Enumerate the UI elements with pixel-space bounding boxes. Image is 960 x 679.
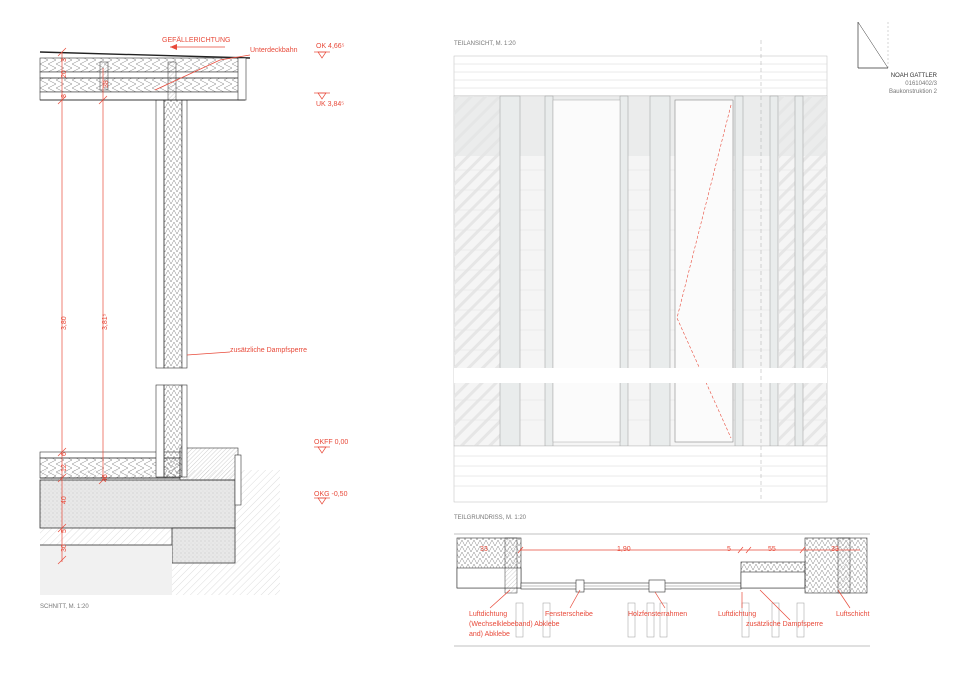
dim-roof-2: 20: [61, 70, 68, 78]
ceiling-board: [39, 91, 246, 101]
level-okff: OKFF 0,00: [314, 439, 348, 446]
roof-rafter: [99, 61, 109, 91]
label-dampfsperre-plan: zusätzliche Dampfsperre: [746, 621, 823, 628]
elevation-title: TEILANSICHT, M. 1:20: [454, 41, 516, 47]
plan-dim-5: 5: [727, 546, 731, 553]
plan-leaders: [489, 589, 851, 621]
level-uk: UK 3,84⁵: [316, 101, 344, 108]
plan-post-left: [504, 537, 518, 594]
label-luftschicht: Luftschicht: [836, 611, 870, 618]
roof-membrane: [39, 51, 251, 59]
plan-post-right: [837, 537, 851, 594]
plan-piers: [515, 602, 805, 638]
roof-board: [39, 71, 246, 79]
gravel-layer: [40, 545, 172, 595]
level-ok: OK 4,66⁵: [316, 43, 345, 50]
plan-title: TEILGRUNDRISS, M. 1:20: [454, 515, 527, 521]
wall-inner-leaf-lower: [155, 384, 165, 478]
plan-drawing: 33 1,90 5 55 33 Luftdichtung (Wechselkle…: [454, 515, 870, 647]
cladding-bottom: [453, 445, 828, 503]
dim-ticks: [57, 47, 108, 565]
slope-arrowhead: [170, 44, 177, 50]
mullions: [499, 95, 804, 447]
label-luftdichtung-1: Luftdichtung: [469, 611, 507, 618]
student-id: 01610402/3: [905, 81, 937, 87]
course-name: Baukonstruktion 2: [889, 89, 938, 95]
label-luftdichtung-1b: (Wechselklebeband) Abklebe: [469, 621, 560, 628]
leader-unterdeck: [154, 54, 251, 91]
level-okg: OKG -0,50: [314, 491, 348, 498]
plan-frame-1: [575, 579, 585, 593]
level-markers: [314, 51, 330, 505]
roof-insulation: [39, 57, 246, 73]
cladding-top-boards: [454, 63, 827, 89]
section-title: SCHNITT, M. 1:20: [40, 604, 89, 610]
plan-dim-right: 33: [831, 546, 839, 553]
wall-insulation-upper: [163, 99, 183, 369]
label-fensterscheibe: Fensterscheibe: [545, 611, 593, 618]
plinth-flashing: [234, 454, 242, 506]
title-block-diagonal: [857, 21, 889, 69]
opening-swing-lines: [676, 104, 732, 439]
dim-floor-4: 5: [61, 529, 68, 533]
slab-texture: [40, 480, 235, 528]
label-luftdichtung-2: Luftdichtung: [718, 611, 756, 618]
roof-dim-labels: 8 20 3 38: [61, 58, 110, 98]
wall-insulation-lower: [163, 384, 183, 478]
title-block: NOAH GATTLER 01610402/3 Baukonstruktion …: [857, 21, 938, 95]
dim-floor-2: 6: [61, 452, 68, 456]
label-luftdichtung-1c: and) Abklebe: [469, 631, 510, 638]
roof-insulation-2: [39, 77, 246, 93]
dim-floor-6: 46: [102, 474, 109, 482]
leader-dampfsperre: [186, 351, 231, 356]
fixed-pane: [552, 99, 621, 443]
dim-floor-3: 40: [61, 496, 68, 504]
plan-frame-2: [648, 579, 666, 593]
dim-roof-4: 38: [103, 80, 110, 88]
roof-fascia: [237, 57, 247, 101]
foundation-texture: [172, 528, 235, 563]
cladding-top: [453, 55, 828, 97]
cladding-bottom-boards: [454, 455, 827, 487]
label-unterdeckbahn: Unterdeckbahn: [250, 47, 298, 54]
plan-wall-right-inner: [740, 571, 806, 589]
elevation-break: [454, 368, 827, 383]
plan-dim-width: 1,90: [617, 546, 631, 553]
plinth: [179, 447, 239, 481]
dim-clear-height: 3,81⁵: [102, 313, 109, 330]
elevation-drawing: TEILANSICHT, M. 1:20: [453, 40, 828, 503]
floor-dim-labels: 12 6 40 5 30 46: [61, 452, 109, 552]
dim-room-height: 3,80: [61, 316, 68, 330]
dim-floor-1: 12: [61, 464, 68, 472]
section-drawing: 8 20 3 38 12 6 40 5 30 46 3,80 3,81⁵ GEF…: [39, 36, 348, 610]
author-name: NOAH GATTLER: [891, 73, 938, 79]
wall-inner-leaf-upper: [155, 99, 165, 369]
plan-wall-far-right: [804, 537, 868, 594]
dim-floor-5: 30: [61, 544, 68, 552]
slope-label: GEFÄLLERICHTUNG: [162, 36, 230, 44]
plan-dim-55: 55: [768, 546, 776, 553]
wall-cladding-lower: [181, 384, 188, 478]
wall-cladding-upper: [181, 99, 188, 369]
label-dampfsperre: zusätzliche Dampfsperre: [230, 347, 307, 354]
plan-dim-left: 33: [480, 546, 488, 553]
dim-roof-3: 3: [61, 58, 68, 62]
plan-dim-ticks: [517, 546, 806, 554]
dim-roof-1: 8: [61, 94, 68, 98]
opening-leaf: [674, 99, 734, 443]
label-holzfensterrahmen: Holzfensterrahmen: [628, 611, 687, 618]
